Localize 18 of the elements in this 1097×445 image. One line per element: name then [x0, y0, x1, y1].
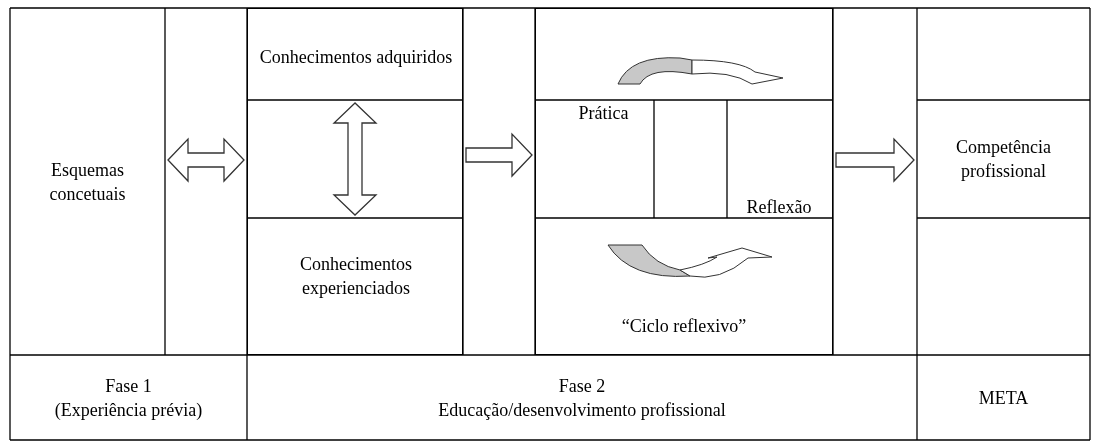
block-arrow [332, 102, 378, 216]
cell-text: Fase 2 [557, 374, 607, 398]
column-box [535, 8, 833, 355]
cycle-caption: “Ciclo reflexivo” [620, 315, 748, 338]
block-arrow [465, 132, 533, 178]
cell-text: Prática [577, 102, 630, 125]
cell-text: Competência profissional [955, 136, 1052, 183]
cell-text: Conhecimentos experienciados [299, 252, 413, 300]
cell-text: Fase 1 [104, 374, 153, 398]
cell-text: Reflexão [745, 196, 813, 219]
block-arrow [835, 137, 915, 183]
cell-text: Educação/desenvolvimento profissional [437, 398, 727, 422]
cell-text: Esquemas concetuais [48, 158, 127, 206]
cell-text: META [977, 386, 1030, 410]
cell-text: (Experiência prévia) [53, 398, 204, 422]
cell-text: Conhecimentos adquiridos [258, 46, 454, 69]
column-box [247, 8, 463, 355]
block-arrow [167, 137, 245, 183]
